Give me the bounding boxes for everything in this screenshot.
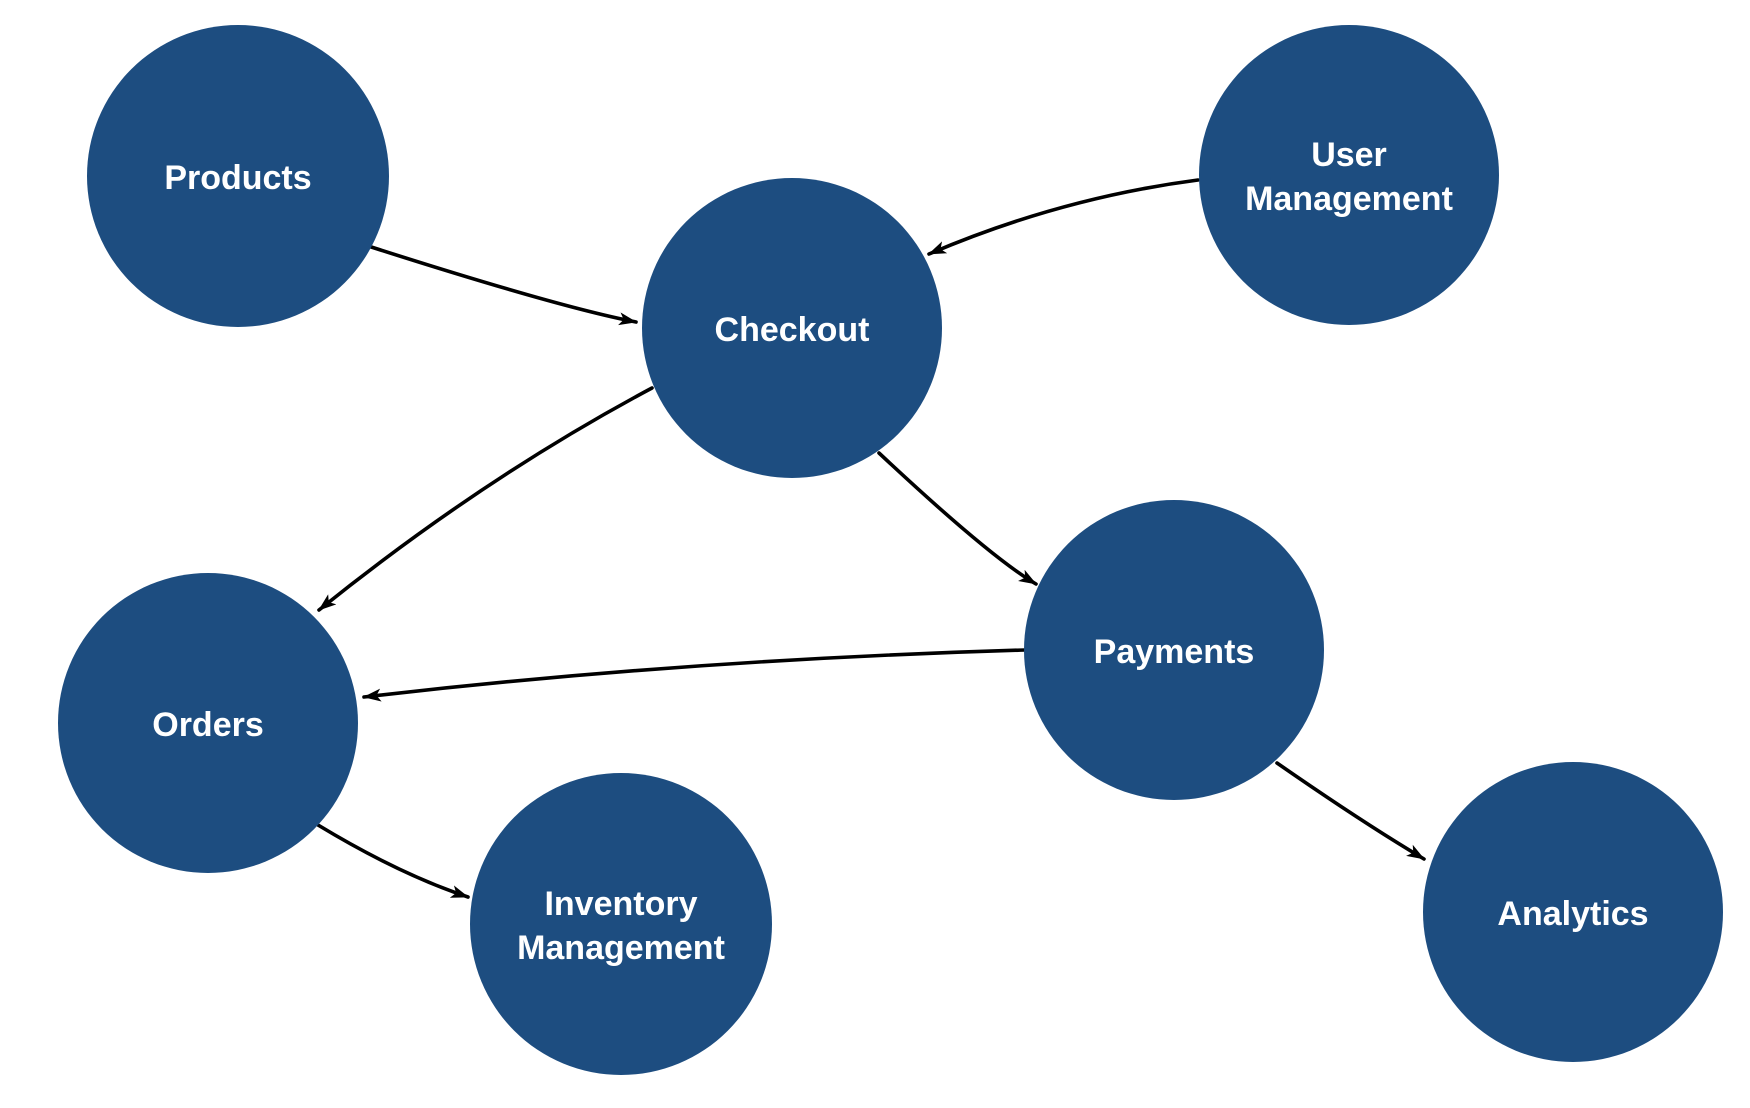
user-management-circle[interactable]	[1199, 25, 1499, 325]
node-orders[interactable]: Orders	[58, 573, 358, 873]
edge-user-management-to-checkout	[927, 178, 1200, 256]
edge-checkout-to-payments	[877, 451, 1038, 586]
analytics-label: Analytics	[1497, 895, 1648, 933]
node-analytics[interactable]: Analytics	[1423, 762, 1723, 1062]
checkout-circle[interactable]	[642, 178, 942, 478]
products-label: Products	[164, 159, 311, 197]
orders-label: Orders	[152, 706, 264, 744]
node-checkout[interactable]: Checkout	[642, 178, 942, 478]
orders-circle[interactable]	[58, 573, 358, 873]
inventory-management-circle[interactable]	[470, 773, 772, 1075]
payments-circle[interactable]	[1024, 500, 1324, 800]
node-products[interactable]: Products	[87, 25, 389, 327]
checkout-label: Checkout	[715, 311, 870, 349]
payments-label: Payments	[1094, 633, 1255, 671]
edge-payments-to-orders	[362, 648, 1027, 702]
node-payments[interactable]: Payments	[1024, 500, 1324, 800]
analytics-circle[interactable]	[1423, 762, 1723, 1062]
edges-layer	[316, 178, 1426, 899]
edge-products-to-checkout	[363, 243, 638, 326]
products-circle[interactable]	[87, 25, 389, 327]
edge-checkout-to-orders	[317, 386, 654, 612]
edge-payments-to-analytics	[1275, 761, 1426, 861]
edge-orders-to-inventory-management	[316, 823, 470, 899]
